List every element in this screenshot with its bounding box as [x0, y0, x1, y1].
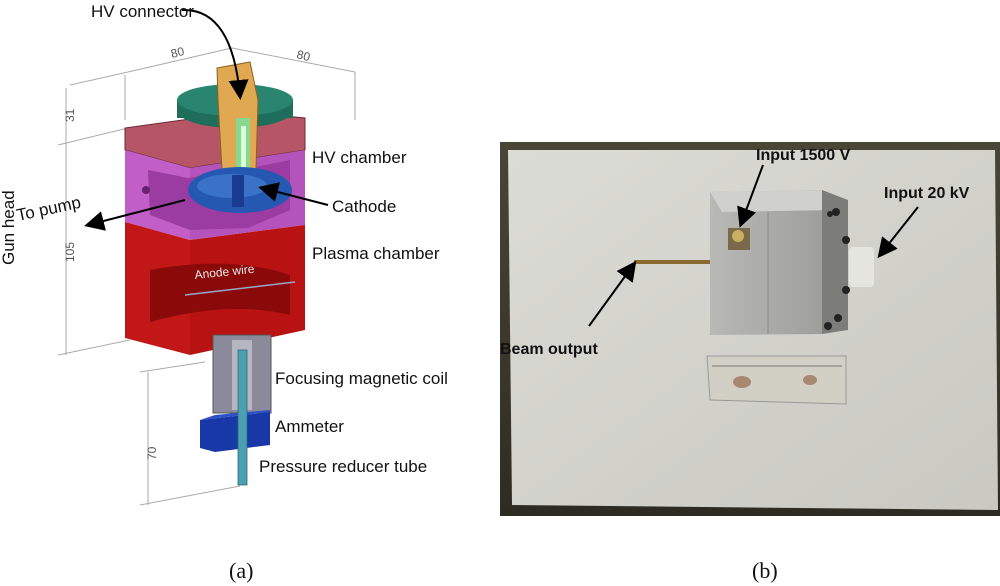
label-plasma-chamber: Plasma chamber — [312, 244, 440, 263]
label-pressure-tube: Pressure reducer tube — [259, 457, 427, 476]
dim-width-left: 80 — [169, 44, 186, 61]
label-input-20k: Input 20 kV — [884, 185, 970, 202]
dim-height-mid: 105 — [63, 242, 77, 262]
dimension-lines — [57, 47, 356, 506]
panel-b-photo — [500, 142, 1000, 516]
label-input-1500: Input 1500 V — [756, 147, 851, 164]
label-anode-wire: Anode wire — [194, 262, 255, 282]
dim-height-bottom: 70 — [145, 446, 159, 460]
dim-width-right: 80 — [295, 47, 312, 64]
label-to-pump: To pump — [15, 193, 83, 225]
label-cathode: Cathode — [332, 197, 396, 216]
label-gun-head: Gun head — [0, 190, 18, 265]
label-hv-connector: HV connector — [91, 2, 194, 21]
dim-height-top: 31 — [63, 108, 77, 122]
panel-a-drawing — [57, 8, 356, 506]
label-focusing-coil: Focusing magnetic coil — [275, 369, 448, 388]
label-hv-chamber: HV chamber — [312, 148, 407, 167]
label-beam-output: Beam output — [500, 341, 598, 358]
caption-b: (b) — [752, 558, 778, 583]
caption-a: (a) — [229, 558, 253, 583]
label-ammeter: Ammeter — [275, 417, 344, 436]
